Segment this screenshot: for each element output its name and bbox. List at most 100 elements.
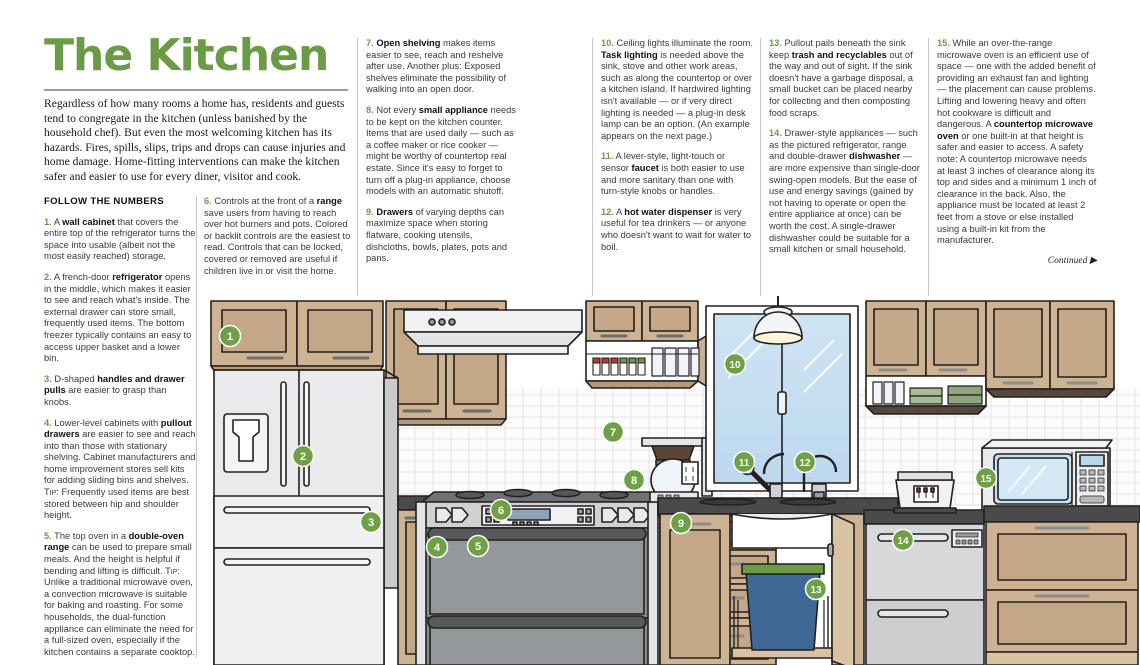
callout-badge-13[interactable]: 13 bbox=[804, 577, 828, 601]
callout-badge-11[interactable]: 11 bbox=[732, 450, 756, 474]
item-number: 1. bbox=[44, 216, 52, 227]
badge-label: 1 bbox=[227, 331, 233, 343]
callout-badge-3[interactable]: 3 bbox=[359, 510, 383, 534]
badge-circle bbox=[891, 528, 915, 552]
callout-badge-5[interactable]: 5 bbox=[466, 534, 490, 558]
badge-circle bbox=[601, 420, 625, 444]
pendant-ceiling-light bbox=[753, 296, 803, 345]
double-oven-range bbox=[415, 488, 663, 665]
callout-badge-6[interactable]: 6 bbox=[489, 498, 513, 522]
sink-area bbox=[657, 452, 899, 549]
item-number: 5. bbox=[44, 530, 52, 541]
badge-circle bbox=[804, 577, 828, 601]
column-divider-2 bbox=[357, 38, 358, 296]
continued-marker: Continued ▶ bbox=[1047, 255, 1097, 266]
badge-circle bbox=[359, 510, 383, 534]
column-divider-1 bbox=[196, 196, 197, 658]
text-column-4: 10. Ceiling lights illuminate the room. … bbox=[601, 38, 753, 262]
intro-paragraph: Regardless of how many rooms a home has,… bbox=[44, 97, 346, 183]
numbered-item-13: 13. Pullout pails beneath the sink keep … bbox=[769, 38, 913, 118]
badge-label: 7 bbox=[610, 427, 616, 439]
badge-label: 5 bbox=[475, 541, 481, 553]
callout-badge-7[interactable]: 7 bbox=[601, 420, 625, 444]
wall-outlet bbox=[681, 461, 699, 485]
range-hood bbox=[403, 309, 583, 355]
column-divider-3 bbox=[592, 38, 593, 296]
callout-badge-8[interactable]: 8 bbox=[622, 468, 646, 492]
badge-label: 13 bbox=[810, 585, 822, 596]
badge-circle bbox=[723, 352, 747, 376]
numbered-item-1: 1. A wall cabinet that covers the entire… bbox=[44, 216, 196, 262]
item-number: 6. bbox=[204, 196, 212, 206]
badge-label: 2 bbox=[300, 451, 306, 463]
rice-cooker bbox=[893, 471, 957, 514]
item-number: 8. bbox=[366, 104, 374, 115]
item-number: 14. bbox=[769, 128, 782, 139]
badge-label: 11 bbox=[739, 458, 750, 469]
page-title: The Kitchen bbox=[44, 30, 329, 81]
item-number: 12. bbox=[601, 206, 614, 217]
badge-circle bbox=[622, 468, 646, 492]
badge-label: 9 bbox=[678, 518, 684, 530]
section-heading: FOLLOW THE NUMBERS bbox=[44, 196, 164, 207]
wall-cabinet-bank-farright bbox=[985, 300, 1115, 398]
badge-circle bbox=[489, 498, 513, 522]
open-shelving-unit bbox=[585, 300, 707, 389]
badge-label: 10 bbox=[729, 360, 741, 371]
badge-circle bbox=[732, 450, 756, 474]
item-number: 13. bbox=[769, 38, 782, 48]
numbered-item-8: 8. Not every small appliance needs to be… bbox=[366, 104, 516, 197]
badge-circle bbox=[291, 444, 315, 468]
callout-badge-15[interactable]: 15 bbox=[974, 466, 998, 490]
sink-base-cabinet bbox=[659, 513, 865, 665]
numbered-item-12: 12. A hot water dispenser is very useful… bbox=[601, 206, 752, 252]
badge-circle bbox=[793, 450, 817, 474]
numbered-item-6: 6. Controls at the front of a range save… bbox=[204, 196, 351, 276]
badge-circle bbox=[974, 466, 998, 490]
numbered-item-14: 14. Drawer-style appliances — such as th… bbox=[769, 128, 920, 255]
callout-badge-10[interactable]: 10 bbox=[723, 352, 747, 376]
badge-circle bbox=[669, 511, 693, 535]
item-number: 7. bbox=[366, 38, 374, 48]
badge-label: 8 bbox=[631, 475, 637, 487]
column-divider-5 bbox=[928, 38, 929, 296]
title-divider bbox=[44, 89, 348, 91]
text-column-1: FOLLOW THE NUMBERS 1. A wall cabinet tha… bbox=[44, 196, 196, 665]
callout-badge-14[interactable]: 14 bbox=[891, 528, 915, 552]
badge-label: 4 bbox=[434, 542, 441, 554]
item-number: 4. bbox=[44, 417, 52, 428]
item-number: 10. bbox=[601, 38, 614, 48]
badge-circle bbox=[425, 535, 449, 559]
wall-cabinet-bank-right bbox=[865, 300, 987, 415]
item-number: 11. bbox=[601, 151, 614, 162]
numbered-item-2: 2. A french-door refrigerator opens in t… bbox=[44, 271, 192, 364]
numbered-item-7: 7. Open shelving makes items easier to s… bbox=[366, 38, 507, 95]
numbered-item-11: 11. A lever-style, light-touch or sensor… bbox=[601, 151, 745, 197]
badge-label: 3 bbox=[368, 517, 374, 529]
callout-badge-4[interactable]: 4 bbox=[425, 535, 449, 559]
numbered-item-10: 10. Ceiling lights illuminate the room. … bbox=[601, 38, 753, 141]
numbered-item-3: 3. D-shaped handles and drawer pulls are… bbox=[44, 373, 185, 407]
badge-label: 6 bbox=[498, 505, 504, 517]
badge-circle bbox=[466, 534, 490, 558]
item-number: 15. bbox=[937, 38, 950, 48]
item-number: 9. bbox=[366, 206, 374, 217]
text-column-5: 13. Pullout pails beneath the sink keep … bbox=[769, 38, 921, 265]
numbered-item-5: 5. The top oven in a double-oven range c… bbox=[44, 530, 195, 657]
numbered-item-4: 4. Lower-level cabinets with pullout dra… bbox=[44, 417, 196, 521]
item-number: 2. bbox=[44, 271, 52, 282]
text-column-6: 15. While an over-the-range microwave ov… bbox=[937, 38, 1097, 276]
badge-label: 12 bbox=[799, 458, 811, 469]
callout-badge-9[interactable]: 9 bbox=[669, 511, 693, 535]
text-column-2: 6. Controls at the front of a range save… bbox=[204, 196, 356, 286]
text-column-3: 7. Open shelving makes items easier to s… bbox=[366, 38, 518, 274]
callout-badge-1[interactable]: 1 bbox=[218, 324, 242, 348]
badge-label: 15 bbox=[980, 474, 992, 485]
column-divider-4 bbox=[760, 38, 761, 296]
callout-badge-12[interactable]: 12 bbox=[793, 450, 817, 474]
callout-badge-2[interactable]: 2 bbox=[291, 444, 315, 468]
